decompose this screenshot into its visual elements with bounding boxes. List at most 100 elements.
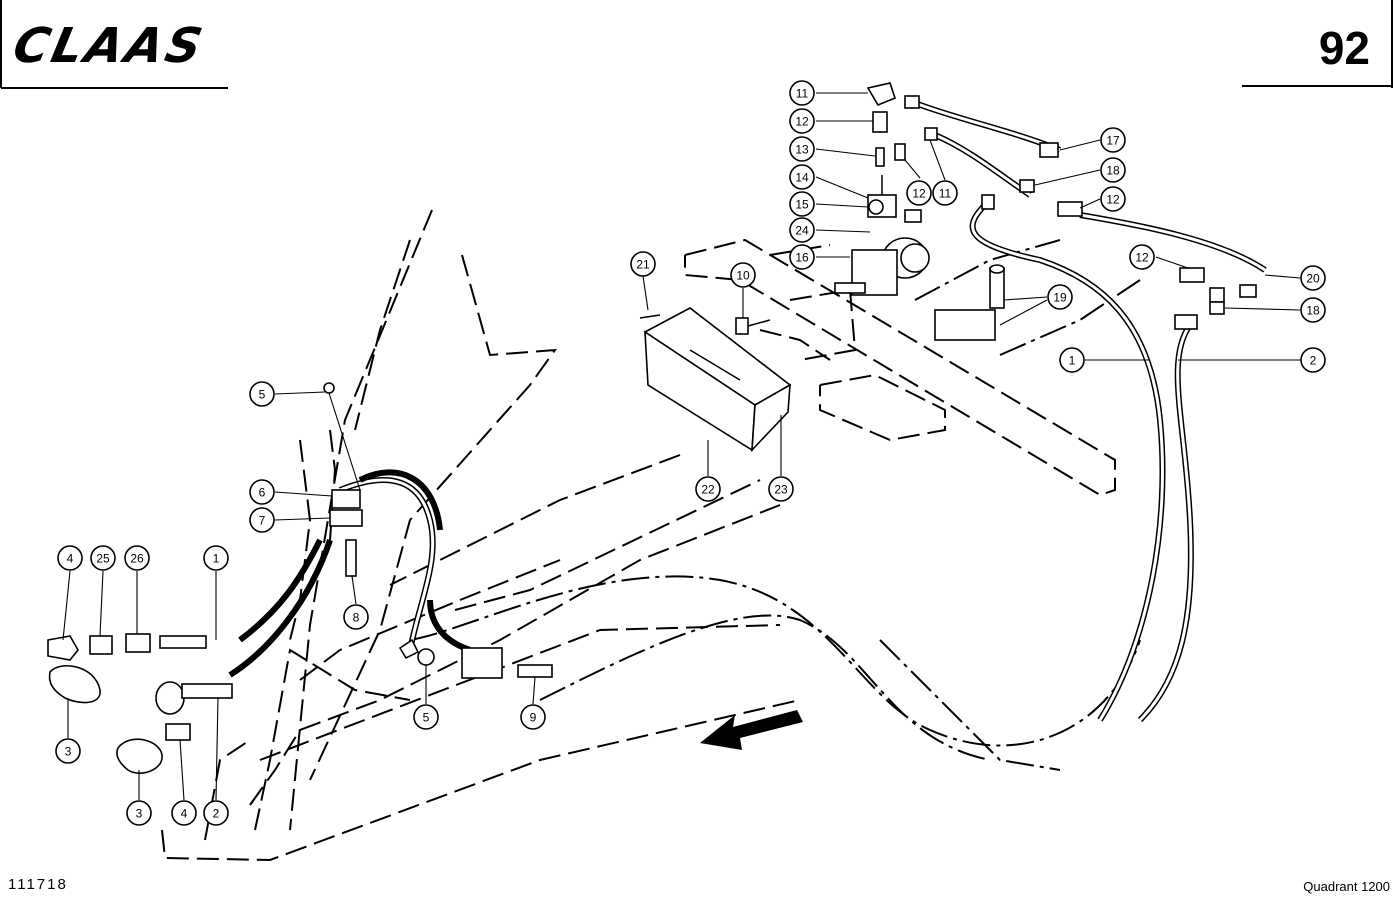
- hydraulic-hose-2: [1137, 323, 1194, 723]
- callout-12: 12: [1129, 244, 1155, 270]
- callout-16: 16: [789, 244, 815, 270]
- callout-label: 12: [912, 187, 926, 201]
- callout-6: 6: [249, 479, 275, 505]
- page-number: 92: [1319, 22, 1370, 74]
- callout-circle: [789, 108, 815, 134]
- callout-4: 4: [57, 545, 83, 571]
- callout-circle: [1129, 244, 1155, 270]
- fittings: [904, 95, 1257, 330]
- cover-box: [639, 307, 792, 453]
- callout-label: 16: [795, 251, 809, 265]
- callout-label: 4: [181, 807, 188, 821]
- callout-label: 2: [1310, 354, 1317, 368]
- callout-12: 12: [789, 108, 815, 134]
- callout-21: 21: [630, 251, 656, 277]
- callout-circle: [249, 507, 275, 533]
- callout-circle: [768, 476, 794, 502]
- callout-19: 19: [1047, 284, 1073, 310]
- callout-label: 9: [530, 711, 537, 725]
- callout-label: 14: [795, 171, 809, 185]
- callout-circle: [126, 800, 152, 826]
- callout-2: 2: [203, 800, 229, 826]
- callout-18: 18: [1300, 297, 1326, 323]
- callout-circle: [1300, 265, 1326, 291]
- drawing-number: 111718: [8, 876, 68, 893]
- callout-label: 3: [65, 745, 72, 759]
- callout-circle: [1100, 186, 1126, 212]
- callout-circle: [413, 704, 439, 730]
- callout-circle: [906, 180, 932, 206]
- callout-label: 17: [1106, 134, 1120, 148]
- callout-10: 10: [730, 262, 756, 288]
- callout-label: 6: [259, 486, 266, 500]
- callout-7: 7: [249, 507, 275, 533]
- hydraulic-motor: [834, 237, 930, 296]
- callout-circle: [789, 244, 815, 270]
- callout-circle: [789, 80, 815, 106]
- callout-circle: [695, 476, 721, 502]
- callout-circle: [789, 164, 815, 190]
- model-label: Quadrant 1200: [1303, 879, 1390, 894]
- callout-circle: [55, 738, 81, 764]
- callout-circle: [171, 800, 197, 826]
- callout-label: 12: [1135, 251, 1149, 265]
- callout-25: 25: [90, 545, 116, 571]
- callout-9: 9: [520, 704, 546, 730]
- callout-18: 18: [1100, 157, 1126, 183]
- dust-caps: [48, 664, 163, 774]
- callout-circle: [1047, 284, 1073, 310]
- callout-circle: [1100, 157, 1126, 183]
- header-frame: [0, 0, 1393, 89]
- callout-label: 22: [701, 483, 715, 497]
- callout-circle: [203, 545, 229, 571]
- callout-label: 23: [774, 483, 788, 497]
- callout-label: 1: [213, 552, 220, 566]
- callout-label: 7: [259, 514, 266, 528]
- callout-4: 4: [171, 800, 197, 826]
- callout-2: 2: [1300, 347, 1326, 373]
- machine-frame-outline: [161, 209, 801, 862]
- callout-label: 3: [136, 807, 143, 821]
- callout-label: 11: [939, 187, 952, 201]
- clamp-parts: [323, 382, 553, 679]
- callout-circle: [343, 604, 369, 630]
- callout-1: 1: [1059, 347, 1085, 373]
- hydraulic-hose-1: [969, 202, 1166, 722]
- callout-circle: [57, 545, 83, 571]
- callout-circle: [932, 180, 958, 206]
- pressure-switch: [934, 264, 1005, 341]
- callout-circle: [124, 545, 150, 571]
- callout-5: 5: [249, 381, 275, 407]
- callout-circle: [789, 217, 815, 243]
- callout-17: 17: [1100, 127, 1126, 153]
- cable-routes: [409, 239, 1141, 771]
- callout-23: 23: [768, 476, 794, 502]
- callout-circle: [730, 262, 756, 288]
- callout-circle: [1300, 297, 1326, 323]
- callout-label: 18: [1306, 304, 1320, 318]
- callout-label: 2: [213, 807, 220, 821]
- callout-24: 24: [789, 217, 815, 243]
- callout-circle: [520, 704, 546, 730]
- callout-label: 12: [795, 115, 809, 129]
- callout-11: 11: [932, 180, 958, 206]
- callout-12: 12: [1100, 186, 1126, 212]
- hydraulic-hose-upper: [913, 100, 1267, 273]
- callout-circle: [1300, 347, 1326, 373]
- callout-label: 5: [423, 711, 430, 725]
- callout-label: 24: [795, 224, 809, 238]
- callout-circle: [1100, 127, 1126, 153]
- couplings: [47, 633, 233, 741]
- callout-circle: [203, 800, 229, 826]
- callout-3: 3: [126, 800, 152, 826]
- callout-3: 3: [55, 738, 81, 764]
- callout-label: 20: [1306, 272, 1320, 286]
- callout-20: 20: [1300, 265, 1326, 291]
- callout-label: 19: [1053, 291, 1067, 305]
- callout-circle: [789, 136, 815, 162]
- callout-label: 12: [1106, 193, 1120, 207]
- callout-13: 13: [789, 136, 815, 162]
- callout-label: 26: [130, 552, 144, 566]
